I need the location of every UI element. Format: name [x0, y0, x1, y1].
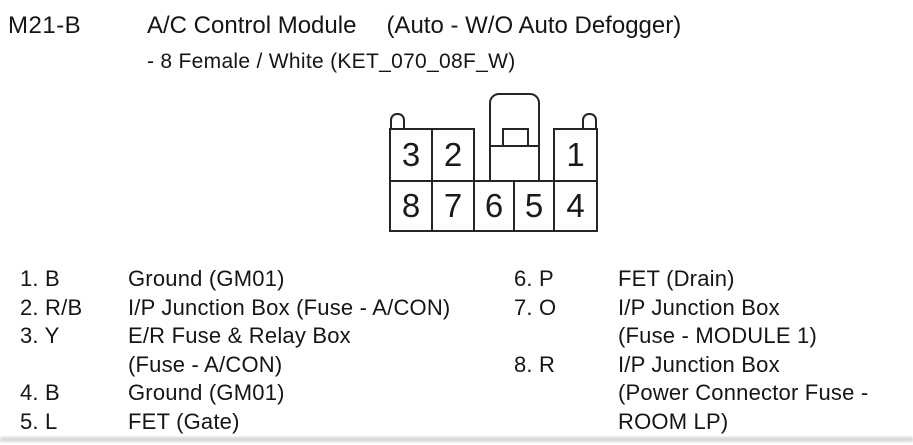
pin-label: 7. O: [514, 294, 557, 320]
pin-cavity-4: 4: [553, 180, 598, 232]
pin-desc: ROOM LP): [618, 408, 729, 434]
page-title: A/C Control Module: [147, 12, 357, 39]
pin-label: [514, 408, 618, 437]
pin-cavity-6: 6: [473, 180, 515, 232]
connector-diagram: 3 2 1 8 7 6 5 4: [389, 93, 598, 232]
pin-desc: (Fuse - MODULE 1): [618, 323, 817, 348]
pin-cavity-5: 5: [513, 180, 555, 232]
pin-cavity-7: 7: [431, 180, 475, 232]
pin-cavity-3: 3: [389, 128, 433, 182]
pin-label: 8. R: [514, 351, 556, 377]
pin-label: [20, 351, 128, 380]
pin-cavity-8: 8: [389, 180, 433, 232]
pin-desc: FET (Gate): [128, 408, 240, 434]
pin-cavity-2: 2: [431, 128, 475, 182]
pin-desc: I/P Junction Box (Fuse - A/CON): [128, 294, 451, 320]
pin-label: 5. L: [20, 408, 58, 434]
scan-edge-artifact: [0, 437, 913, 442]
pin-label: 3. Y: [20, 323, 60, 348]
pin-label: 1. B: [20, 266, 60, 291]
pin-desc: I/P Junction Box: [618, 351, 780, 377]
pin-list-right: 6. P FET (Drain) 7. O I/P Junction Box (…: [514, 265, 868, 436]
page-title-line: A/C Control Module (Auto - W/O Auto Defog…: [147, 12, 681, 40]
pin-desc: FET (Drain): [618, 266, 735, 291]
page-variant: (Auto - W/O Auto Defogger): [386, 12, 682, 39]
latch-button: [502, 128, 529, 147]
pin-desc: (Fuse - A/CON): [128, 351, 283, 377]
connector-latch-housing: [489, 145, 540, 182]
pin-label: 6. P: [514, 266, 554, 291]
pin-list-left: 1. B Ground (GM01) 2. R/B I/P Junction B…: [20, 265, 450, 436]
pin-desc: Ground (GM01): [128, 266, 285, 291]
pin-label: 4. B: [20, 380, 60, 405]
pin-label: [514, 322, 618, 351]
right-tab: [582, 113, 597, 130]
connector-spec: - 8 Female / White (KET_070_08F_W): [147, 50, 516, 73]
connector-id: M21-B: [8, 12, 82, 39]
pin-label: 2. R/B: [20, 294, 83, 320]
pin-label: [514, 379, 618, 408]
pin-desc: Ground (GM01): [128, 380, 285, 405]
pin-cavity-1: 1: [553, 128, 598, 182]
pin-desc: I/P Junction Box: [618, 294, 780, 320]
pin-desc: E/R Fuse & Relay Box: [128, 323, 351, 348]
pin-desc: (Power Connector Fuse -: [618, 380, 869, 405]
left-tab: [390, 113, 405, 130]
